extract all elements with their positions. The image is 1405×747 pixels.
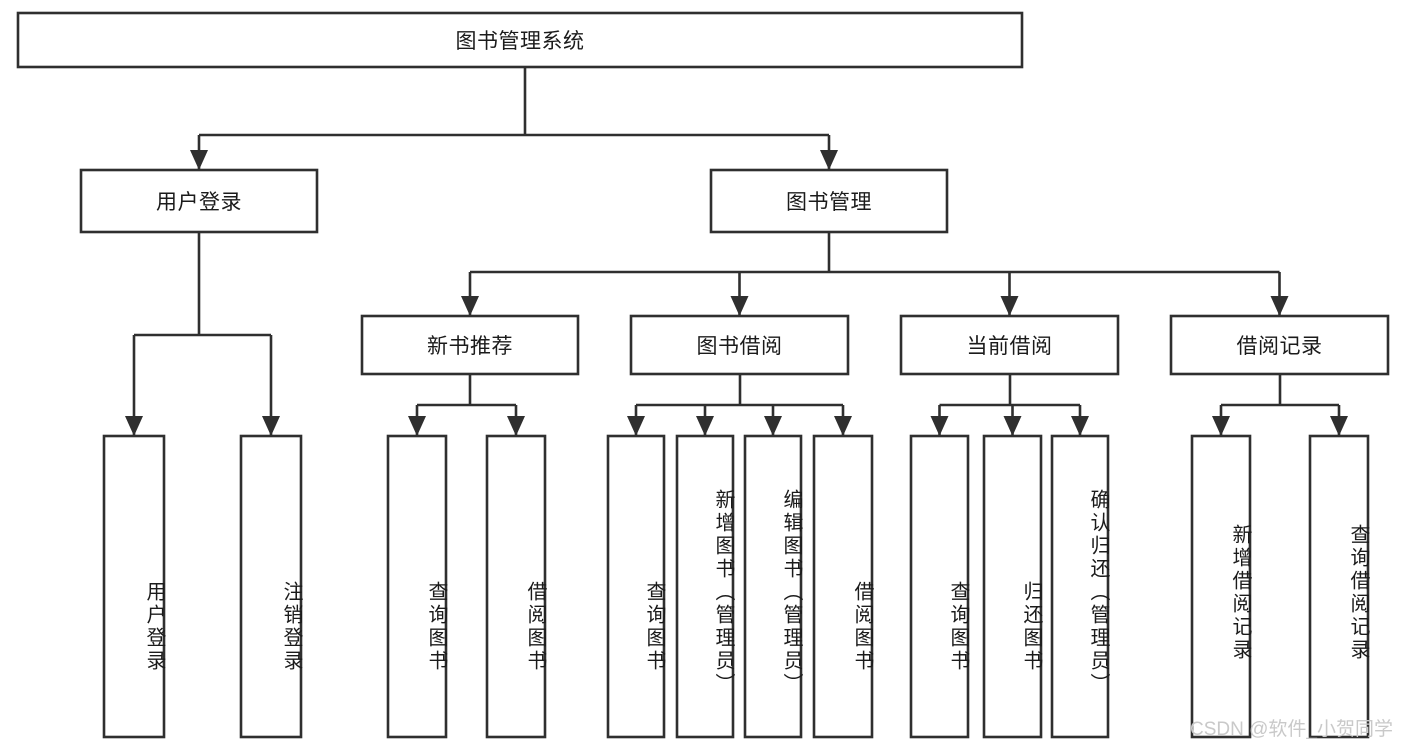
node-box-leaf-borrow-book-1 [485, 434, 547, 739]
node-box-borrow-record [1169, 314, 1390, 376]
node-box-leaf-query-book-2 [606, 434, 666, 739]
arrow-head-icon [190, 150, 208, 170]
arrow-head-icon [262, 416, 280, 436]
arrow-head-icon [696, 416, 714, 436]
arrow-head-icon [1003, 416, 1022, 436]
node-box-leaf-return-book [982, 434, 1043, 739]
arrow-head-icon [930, 416, 949, 436]
arrow-head-icon [507, 416, 525, 436]
node-box-leaf-edit-book [743, 434, 803, 739]
node-box-leaf-query-book-1 [386, 434, 448, 739]
node-box-leaf-confirm-return [1050, 434, 1110, 739]
node-box-leaf-query-book-3 [909, 434, 970, 739]
arrow-head-icon [461, 296, 479, 316]
arrow-head-icon [1270, 296, 1289, 316]
node-box-book-borrow [629, 314, 850, 376]
node-box-leaf-user-login [102, 434, 166, 739]
node-box-root [16, 11, 1024, 69]
arrow-head-icon [627, 416, 645, 436]
node-box-user-login [79, 168, 319, 234]
node-box-leaf-add-book [675, 434, 735, 739]
arrow-head-icon [1330, 416, 1348, 436]
node-box-leaf-add-record [1190, 434, 1252, 739]
arrow-head-icon [820, 150, 838, 170]
node-box-leaf-borrow-book-2 [812, 434, 874, 739]
arrow-head-icon [1071, 416, 1089, 436]
arrow-head-icon [408, 416, 426, 436]
node-box-book-manage [709, 168, 949, 234]
arrow-head-icon [764, 416, 782, 436]
arrow-head-icon [730, 296, 749, 316]
node-box-new-book-rec [360, 314, 580, 376]
arrow-head-icon [834, 416, 852, 436]
node-boxes-group [16, 11, 1390, 739]
node-box-leaf-query-record [1308, 434, 1370, 739]
node-box-current-borrow [899, 314, 1120, 376]
arrow-head-icon [1000, 296, 1019, 316]
arrow-head-icon [125, 416, 143, 436]
edges-group [125, 67, 1348, 436]
arrow-head-icon [1212, 416, 1230, 436]
node-box-leaf-user-logout [239, 434, 303, 739]
